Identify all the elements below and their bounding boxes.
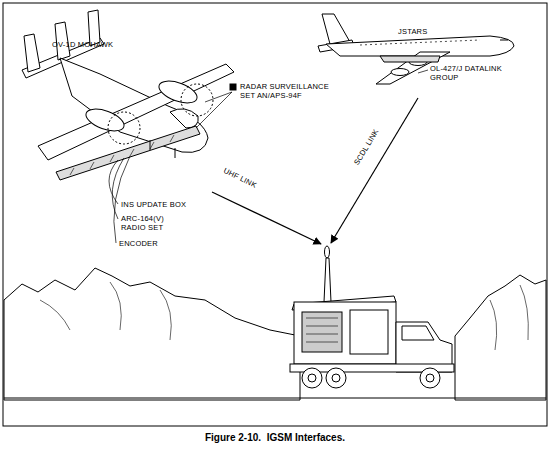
propeller bbox=[181, 84, 213, 116]
hub bbox=[426, 374, 434, 382]
generator bbox=[302, 312, 342, 352]
figure-frame bbox=[3, 3, 547, 426]
shelter-door bbox=[350, 310, 388, 354]
mohawk-aircraft bbox=[22, 10, 236, 243]
shelter bbox=[294, 302, 396, 364]
mountains bbox=[4, 268, 546, 400]
engine bbox=[391, 69, 409, 76]
engine-nacelle bbox=[156, 77, 200, 108]
callout-label: UHF LINK bbox=[222, 166, 258, 190]
mountain-shading bbox=[40, 282, 528, 350]
antenna-mast bbox=[324, 258, 331, 302]
callout-label: SCDL LINK bbox=[352, 127, 380, 166]
windows bbox=[360, 40, 480, 45]
tail-fin bbox=[322, 14, 350, 44]
ground-line bbox=[4, 398, 546, 399]
cab-window bbox=[402, 326, 434, 340]
mountain-range bbox=[4, 268, 300, 400]
radar-canoe bbox=[380, 56, 440, 62]
callout-label: ARC-164(V) RADIO SET bbox=[121, 214, 179, 232]
tail-fin bbox=[24, 34, 40, 72]
jstars-aircraft bbox=[318, 14, 514, 84]
wheel bbox=[326, 368, 346, 388]
callout-label: INS UPDATE BOX bbox=[121, 200, 186, 209]
radar-symbol bbox=[230, 84, 236, 90]
canopy bbox=[170, 109, 198, 128]
wheel bbox=[302, 368, 322, 388]
figure-caption: Figure 2-10. IGSM Interfaces. bbox=[0, 432, 550, 443]
data-links bbox=[212, 98, 418, 244]
antenna-tip bbox=[325, 246, 330, 258]
callout-label: OL-427/J DATALINK GROUP bbox=[430, 64, 508, 82]
hub bbox=[308, 374, 316, 382]
hub bbox=[332, 374, 340, 382]
callout-label: JSTARS bbox=[398, 27, 427, 36]
radar-pod bbox=[56, 126, 200, 180]
propeller bbox=[108, 112, 140, 144]
igsm-truck bbox=[290, 246, 454, 388]
leader-line bbox=[196, 92, 232, 128]
uhf-link-arrow bbox=[212, 192, 321, 244]
landing-gear bbox=[150, 140, 175, 158]
cockpit bbox=[500, 40, 508, 41]
callout-label: ENCODER bbox=[119, 239, 158, 248]
callout-label: OV-1D MOHAWK bbox=[52, 40, 113, 49]
pod-hatching bbox=[70, 135, 174, 175]
leader-line bbox=[418, 70, 428, 73]
engine-nacelle bbox=[83, 105, 127, 136]
callout-label: RADAR SURVEILLANCE SET AN/APS-94F bbox=[240, 82, 336, 100]
wheel bbox=[420, 368, 440, 388]
generator-detail bbox=[306, 318, 338, 342]
scdl-link-arrow bbox=[331, 98, 418, 243]
mountain-range bbox=[455, 275, 546, 400]
